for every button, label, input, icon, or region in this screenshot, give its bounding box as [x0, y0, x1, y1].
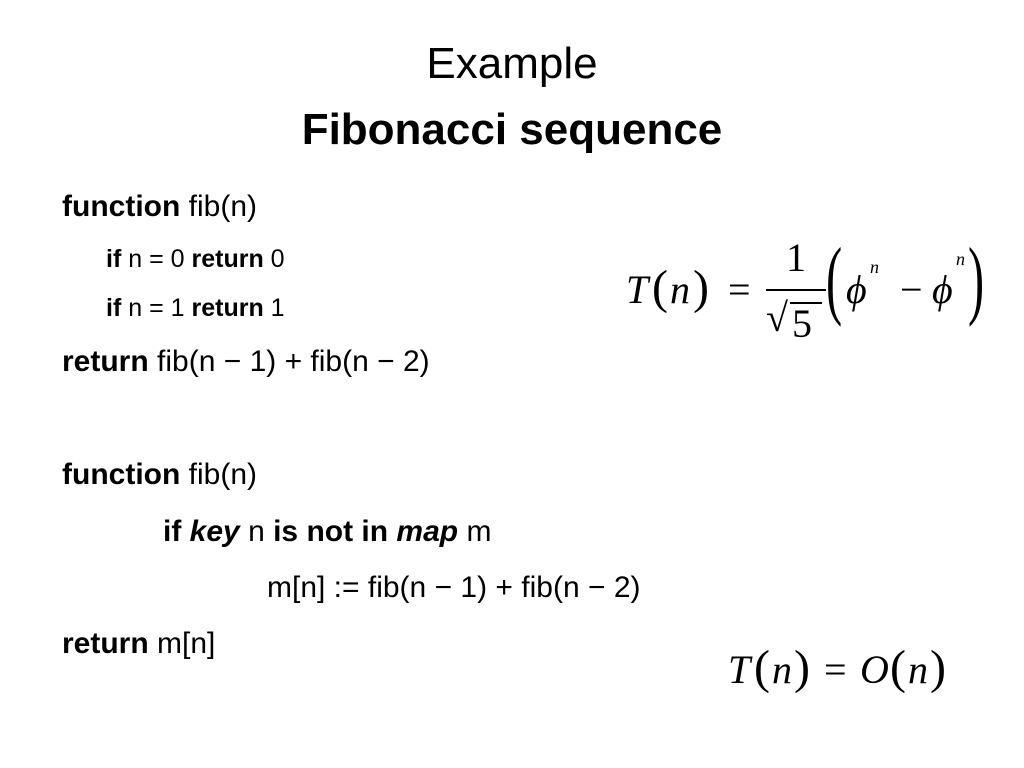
formula-paren: ) — [693, 261, 709, 314]
code-text: fib(n) — [180, 458, 257, 491]
formula-fibonacci-time-memo: T ( n ) = O ( n ) — [722, 640, 962, 700]
code2-line-2: if key n is not in map m — [163, 517, 491, 547]
formula-paren: ) — [930, 641, 946, 694]
code1-line-4: return fib(n − 1) + fib(n − 2) — [62, 347, 430, 377]
formula-paren: ( — [754, 641, 770, 694]
keyword: function — [62, 190, 181, 223]
formula-fibonacci-time-exact: T ( n ) = 1 √ 5 ( ϕ n − ϕ n ) — [620, 231, 990, 346]
code-text: fib(n) — [180, 190, 257, 223]
code-text: 0 — [263, 245, 285, 273]
formula-equals: = — [824, 647, 847, 692]
keyword-italic: map — [396, 515, 459, 548]
keyword: if — [163, 515, 190, 548]
formula-phi: ϕ — [932, 267, 953, 312]
code-text: m[n] — [148, 627, 216, 660]
keyword: return — [191, 245, 264, 273]
code-text: m[n] := fib(n − 1) + fib(n − 2) — [267, 571, 641, 604]
keyword-italic: key — [189, 515, 240, 548]
formula-phi: ϕ — [846, 267, 867, 312]
code1-line-2: if n = 0 return 0 — [106, 247, 285, 272]
keyword: if — [106, 294, 122, 322]
formula-paren: ( — [890, 641, 906, 694]
formula-symbol: n — [670, 267, 690, 312]
formula-big-paren: ) — [968, 231, 985, 328]
code-text: n — [239, 515, 274, 548]
formula-exponent: n — [870, 257, 879, 277]
formula-minus: − — [900, 267, 923, 312]
formula-symbol: O — [860, 647, 889, 692]
code-text: 1 — [263, 294, 285, 322]
code-text: n = 1 — [121, 294, 192, 322]
code-text: fib(n − 1) + fib(n − 2) — [148, 345, 430, 378]
keyword: return — [62, 627, 149, 660]
formula-exponent: n — [956, 249, 965, 269]
formula-symbol: T — [728, 647, 751, 692]
formula-paren: ) — [794, 641, 810, 694]
slide-title-line-2: Fibonacci sequence — [301, 105, 723, 154]
code2-line-1: function fib(n) — [62, 460, 257, 490]
formula-symbol: T — [626, 267, 649, 312]
formula-radicand: 5 — [792, 301, 812, 346]
keyword: return — [62, 345, 149, 378]
code-text: n = 0 — [121, 245, 192, 273]
formula-symbol: n — [908, 647, 928, 692]
formula-symbol: n — [772, 647, 792, 692]
formula-numerator: 1 — [786, 235, 806, 280]
keyword: if — [106, 245, 122, 273]
code-text: m — [458, 515, 492, 548]
fraction-bar — [766, 289, 826, 291]
slide-title-line-1: Example — [426, 39, 598, 88]
formula-radical: √ — [766, 295, 788, 340]
formula-big-paren: ( — [826, 231, 843, 328]
radical-bar — [790, 302, 822, 304]
keyword: return — [191, 294, 264, 322]
formula-paren: ( — [652, 261, 668, 314]
code1-line-1: function fib(n) — [62, 192, 257, 222]
formula-equals: = — [728, 267, 751, 312]
code2-line-3: m[n] := fib(n − 1) + fib(n − 2) — [267, 573, 641, 603]
code2-line-4: return m[n] — [62, 629, 215, 659]
keyword: is not in — [273, 515, 397, 548]
code1-line-3: if n = 1 return 1 — [106, 296, 285, 321]
keyword: function — [62, 458, 181, 491]
